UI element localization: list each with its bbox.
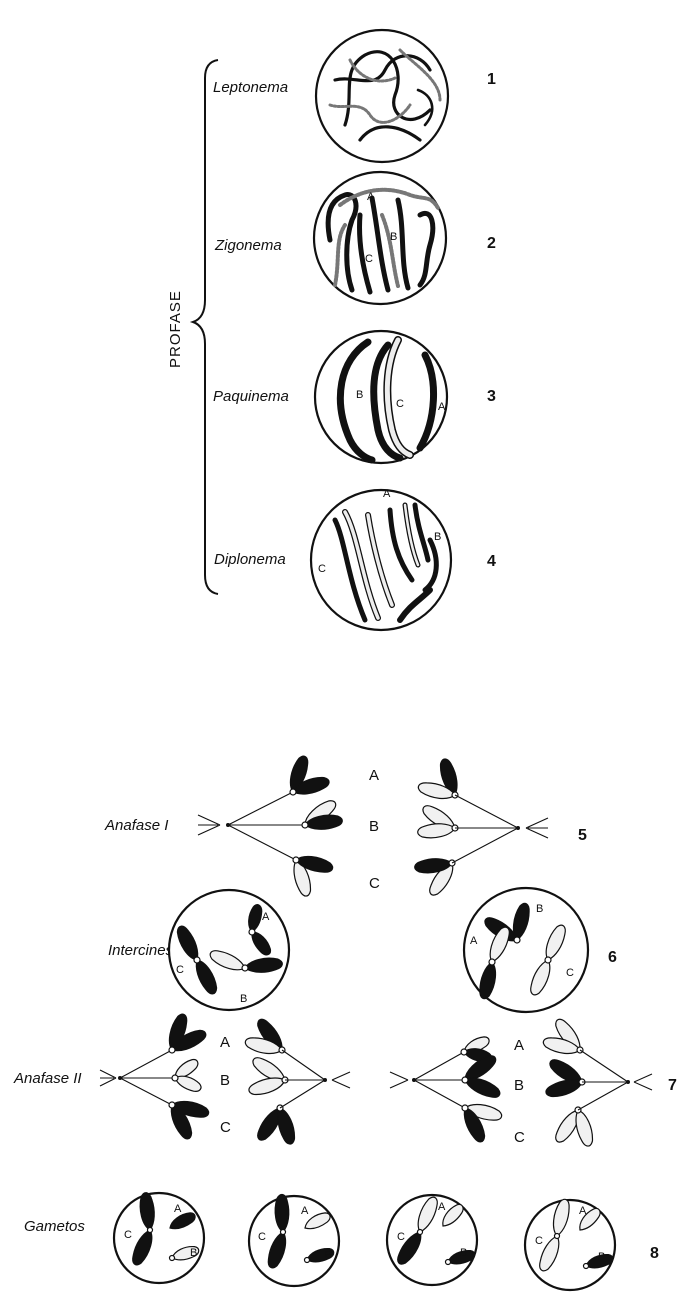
anafase-ii-spindle-1 — [100, 1012, 210, 1141]
diplonema-stage: Diplonema A B C 4 — [214, 488, 496, 630]
anafase-ii-letter-c-1: C — [220, 1119, 231, 1136]
intercinesis-left-letter-b: B — [240, 993, 247, 1005]
anafase-i-left-chromosomes — [287, 754, 343, 898]
gamete-2-letter-b: B — [325, 1249, 332, 1261]
intercinesis-right-letter-b: B — [536, 903, 543, 915]
anafase-i-letter-b: B — [369, 818, 379, 835]
stage-number-8: 8 — [650, 1245, 659, 1262]
stage-label-anafase-ii: Anafase II — [13, 1070, 82, 1087]
intercinesis-right-letter-a: A — [470, 935, 478, 947]
anafase-ii-stage: Anafase II A B C — [13, 1012, 677, 1148]
gamete-3-letter-b: B — [460, 1247, 467, 1259]
gametos-stage: Gametos C A B C A B — [24, 1192, 659, 1290]
anafase-i-left-spindle — [198, 792, 305, 860]
stage-label-paquinema: Paquinema — [213, 388, 289, 405]
anafase-ii-spindle-4 — [542, 1016, 652, 1147]
stage-number-6: 6 — [608, 949, 617, 966]
paquinema-letter-c: C — [396, 398, 404, 410]
intercinesis-left-letter-c: C — [176, 964, 184, 976]
zigonema-letter-a: A — [367, 191, 375, 203]
zigonema-letter-c: C — [365, 253, 373, 265]
gamete-4-letter-b: B — [598, 1251, 605, 1263]
anafase-ii-letter-a-2: A — [514, 1037, 524, 1054]
gamete-2-letter-a: A — [301, 1205, 309, 1217]
gamete-4-letter-c: C — [535, 1235, 543, 1247]
prophase-label: PROFASE — [167, 290, 184, 368]
diplonema-letter-a: A — [383, 488, 391, 500]
leptonema-stage: Leptonema 1 — [213, 30, 496, 162]
stage-number-4: 4 — [487, 553, 496, 570]
intercinesis-right-letter-c: C — [566, 967, 574, 979]
stage-number-2: 2 — [487, 235, 496, 252]
anafase-ii-letter-c-2: C — [514, 1129, 525, 1146]
stage-label-anafase-i: Anafase I — [104, 817, 168, 834]
gamete-1-letter-c: C — [124, 1229, 132, 1241]
gamete-4-letter-a: A — [579, 1205, 587, 1217]
stage-label-zigonema: Zigonema — [214, 237, 282, 254]
prophase-bracket — [193, 60, 218, 594]
anafase-ii-letter-b-2: B — [514, 1077, 524, 1094]
anafase-i-letter-a: A — [369, 767, 379, 784]
stage-number-5: 5 — [578, 827, 587, 844]
paquinema-stage: Paquinema B C A 3 — [213, 331, 496, 463]
gamete-3-letter-c: C — [397, 1231, 405, 1243]
paquinema-letter-b: B — [356, 389, 363, 401]
zigonema-letter-b: B — [390, 231, 397, 243]
anafase-ii-spindle-2 — [244, 1016, 350, 1145]
intercinesis-stage: Intercinesis C A B B A — [108, 888, 617, 1012]
diplonema-letter-b: B — [434, 531, 441, 543]
anafase-ii-letter-b-1: B — [220, 1072, 230, 1089]
zigonema-stage: Zigonema A B C 2 — [214, 172, 496, 304]
stage-label-gametos: Gametos — [24, 1218, 85, 1235]
stage-label-leptonema: Leptonema — [213, 79, 288, 96]
stage-number-7: 7 — [668, 1077, 677, 1094]
gamete-1-letter-b: B — [190, 1247, 197, 1259]
paquinema-letter-a: A — [438, 401, 446, 413]
anafase-i-letter-c: C — [369, 875, 380, 892]
anafase-ii-spindle-3 — [390, 1033, 503, 1144]
anafase-i-right-spindle — [452, 795, 548, 863]
anafase-ii-letter-a-1: A — [220, 1034, 230, 1051]
diplonema-letter-c: C — [318, 563, 326, 575]
stage-number-3: 3 — [487, 388, 496, 405]
gamete-2-letter-c: C — [258, 1231, 266, 1243]
anafase-i-stage: Anafase I A B C — [104, 754, 587, 898]
intercinesis-left-letter-a: A — [262, 911, 270, 923]
gamete-1-letter-a: A — [174, 1203, 182, 1215]
stage-label-diplonema: Diplonema — [214, 551, 286, 568]
anafase-i-right-chromosomes — [414, 757, 462, 898]
gamete-3-letter-a: A — [438, 1201, 446, 1213]
stage-number-1: 1 — [487, 71, 496, 88]
